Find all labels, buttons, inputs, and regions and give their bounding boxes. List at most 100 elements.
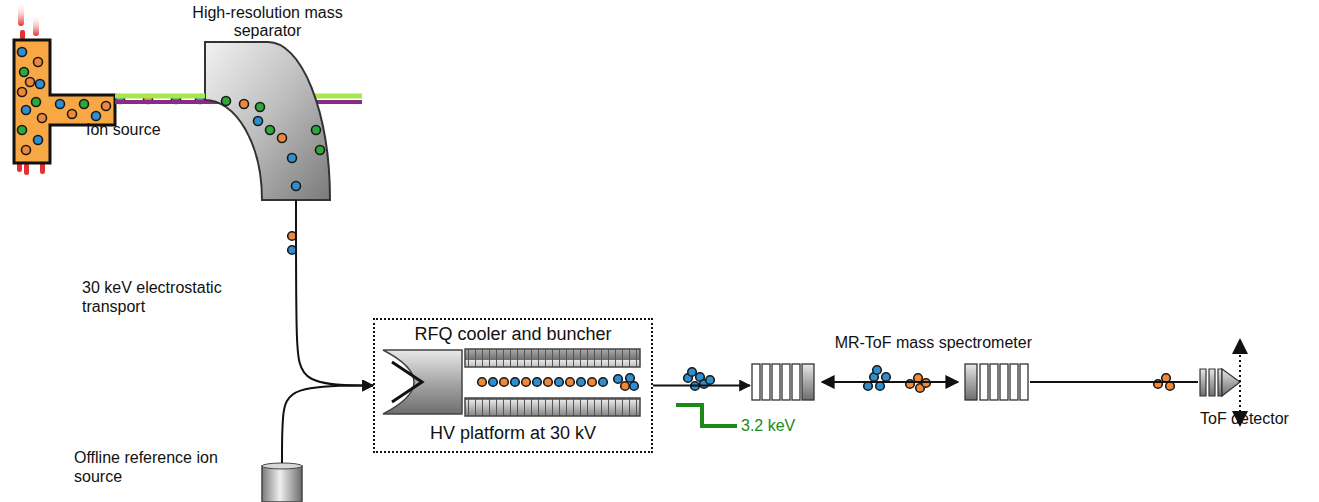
energy-label: 3.2 keV	[741, 416, 795, 435]
ion-dots	[116, 95, 325, 191]
detector-plates	[1200, 369, 1222, 396]
component: Offline reference ion source	[262, 466, 302, 502]
ion	[500, 378, 509, 387]
ion	[22, 106, 31, 115]
rfq-rods	[465, 398, 640, 416]
beam-line	[653, 385, 750, 387]
beam-line	[1030, 381, 1198, 383]
rfq-funnel	[383, 350, 462, 414]
ion	[36, 80, 45, 89]
mirror-electrode	[802, 364, 814, 400]
ion	[20, 68, 29, 77]
mirror-electrode	[1020, 364, 1028, 400]
component-label: ToF detector	[1200, 409, 1289, 428]
beam-line	[296, 200, 373, 386]
ion	[240, 100, 249, 109]
mirror-electrode	[990, 364, 998, 400]
separator-magnet	[205, 42, 330, 200]
ion	[56, 100, 65, 109]
mirror-electrode	[980, 364, 988, 400]
ion-source-housing	[14, 40, 115, 163]
ion	[18, 48, 27, 57]
detector-cone	[1222, 369, 1240, 396]
mirror-electrode	[762, 364, 770, 400]
ion	[80, 100, 89, 109]
component-label: RFQ cooler and buncher	[375, 325, 651, 344]
ion	[288, 154, 297, 163]
ion	[906, 380, 915, 389]
potential-step	[676, 405, 737, 426]
ion	[630, 382, 639, 391]
ion	[533, 378, 542, 387]
beam-connector	[653, 385, 750, 386]
electrostatic-mirror	[752, 364, 1028, 400]
ion	[544, 378, 553, 387]
component-label: Offline reference ion source	[74, 448, 254, 486]
rfq-rods	[465, 349, 640, 367]
ion	[478, 378, 487, 387]
ion	[26, 78, 35, 87]
ion	[577, 378, 586, 387]
component: High-resolution mass separator	[205, 42, 330, 200]
ion	[882, 373, 891, 382]
component-label: HV platform at 30 kV	[375, 424, 651, 443]
ion	[32, 98, 41, 107]
ion	[706, 376, 715, 385]
ion	[18, 126, 27, 135]
rfq-inlet-arrow	[392, 362, 422, 402]
ion	[288, 246, 297, 255]
mirror-electrode	[1010, 364, 1018, 400]
beam-connector	[1030, 382, 1198, 383]
ion	[102, 102, 111, 111]
component-label: High-resolution mass separator	[190, 4, 345, 40]
ion	[254, 117, 263, 126]
ion	[18, 88, 27, 97]
ion	[599, 378, 608, 387]
ion	[292, 182, 301, 191]
mirror-electrode	[772, 364, 780, 400]
mirror-electrode	[1000, 364, 1008, 400]
ion	[621, 382, 630, 391]
ion	[489, 378, 498, 387]
beam-line	[115, 100, 205, 104]
ion	[312, 126, 321, 135]
ion	[38, 114, 47, 123]
ion	[1154, 380, 1163, 389]
ion	[873, 366, 882, 375]
ion	[222, 97, 231, 106]
mirror-electrode	[782, 364, 790, 400]
ion-dots	[288, 232, 1175, 393]
beam-connector	[282, 386, 373, 464]
offline-source-body	[262, 466, 302, 502]
ion	[278, 134, 287, 143]
ion	[34, 136, 43, 145]
ion	[555, 378, 564, 387]
beam-line	[282, 386, 373, 464]
component-label: Ion source	[86, 120, 161, 139]
component: MR-ToF mass spectrometer	[752, 364, 1030, 400]
ion	[68, 110, 77, 119]
detector-motion	[1239, 350, 1241, 415]
beam-connector	[296, 200, 373, 386]
mirror-electrode	[792, 364, 800, 400]
component: Ion source	[14, 40, 115, 163]
ion	[92, 112, 101, 121]
ion	[588, 378, 597, 387]
ion-dots	[18, 48, 111, 155]
ion	[256, 103, 265, 112]
ion	[266, 126, 275, 135]
beam-connector	[115, 96, 205, 102]
mirror-electrode	[752, 364, 760, 400]
ion	[688, 368, 697, 377]
component-label: MR-ToF mass spectrometer	[835, 333, 1032, 352]
ion	[34, 58, 43, 67]
ion	[316, 146, 325, 155]
beam-line	[115, 94, 205, 99]
ion	[614, 375, 623, 384]
ion	[522, 378, 531, 387]
component: ToF detector	[1198, 369, 1242, 396]
ion	[22, 146, 31, 155]
